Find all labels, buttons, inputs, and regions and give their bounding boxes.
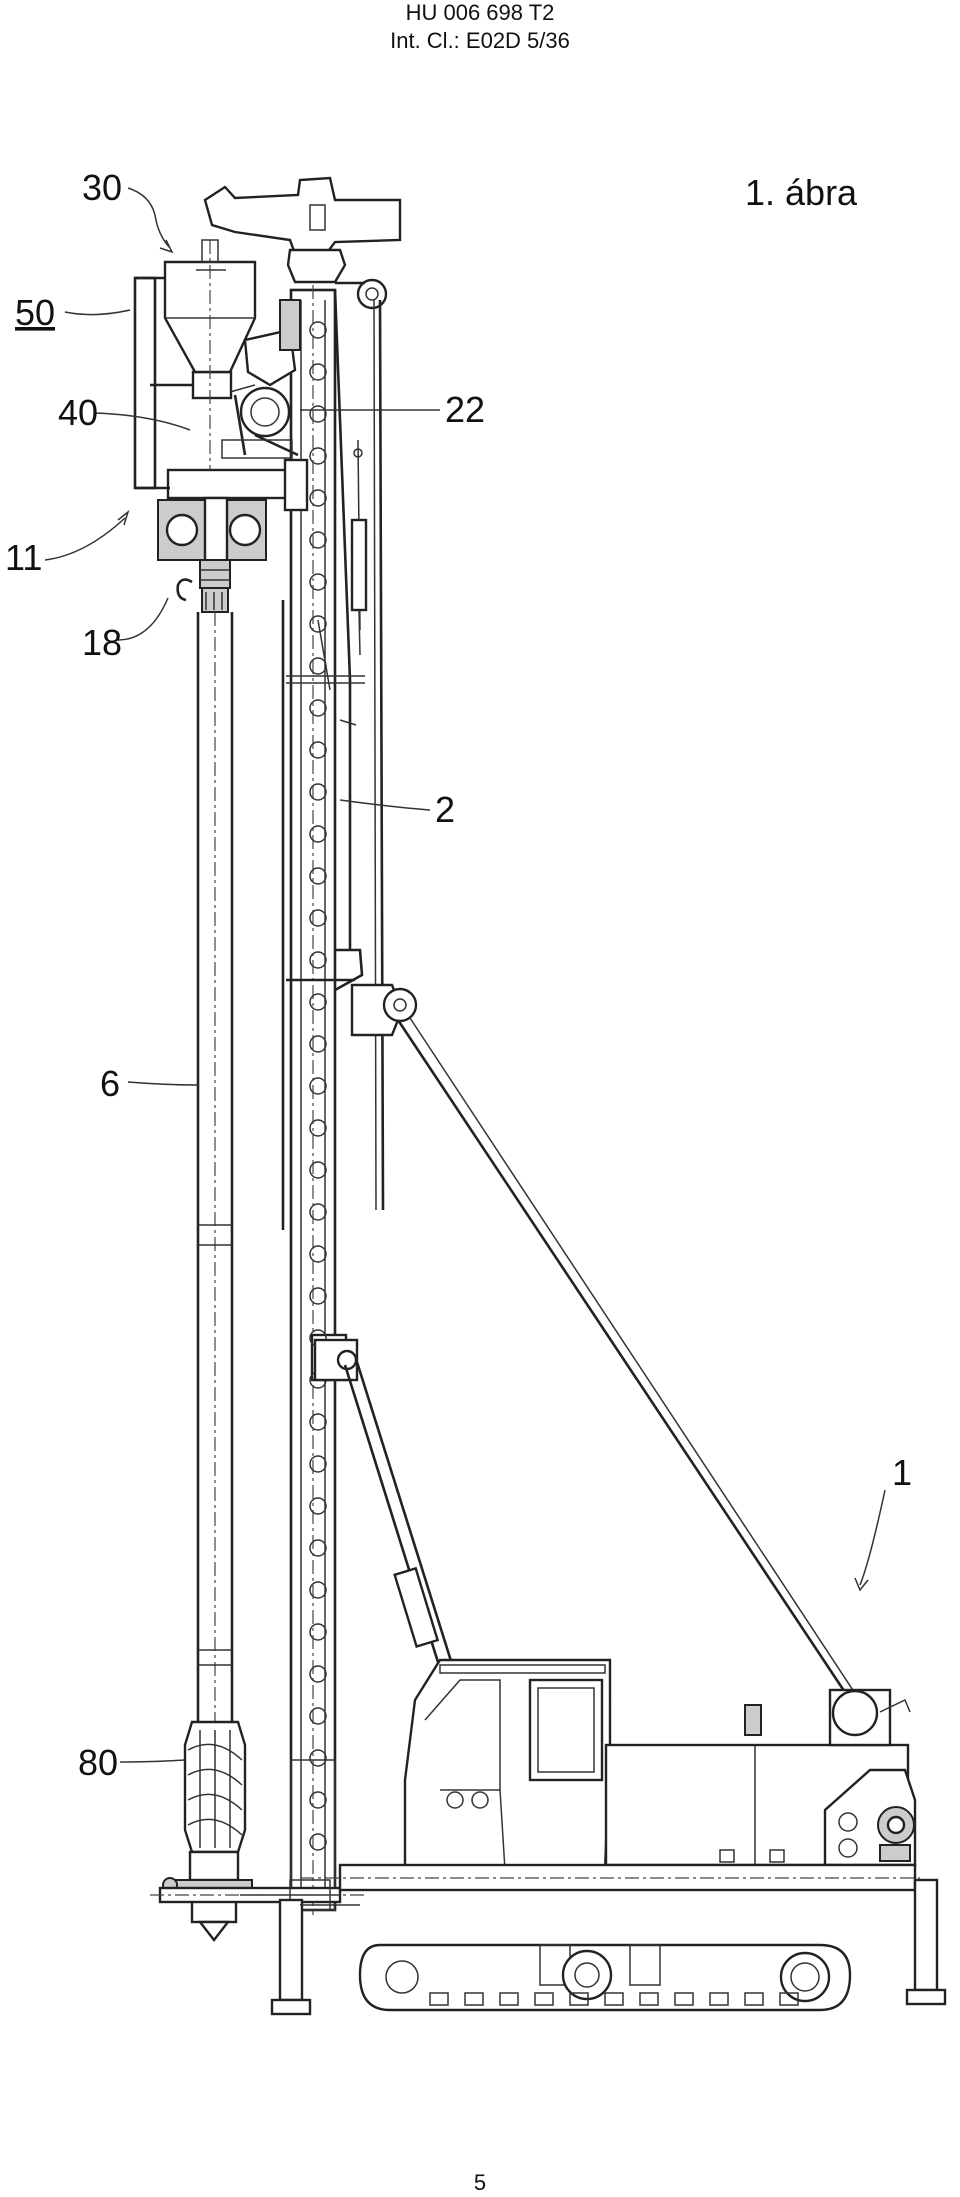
hoist-rope xyxy=(350,983,896,1761)
mast-hole xyxy=(309,741,327,759)
backstay xyxy=(286,299,385,1211)
ref-50: 50 xyxy=(15,292,55,333)
track-roller xyxy=(674,1992,694,2006)
track-roller xyxy=(639,1992,659,2006)
mast-hole xyxy=(309,1539,327,1557)
ref-18: 18 xyxy=(82,622,122,663)
mast-hole xyxy=(309,825,327,843)
mast-hole xyxy=(309,951,327,969)
carrier-body xyxy=(403,1658,917,1872)
lower-guide xyxy=(150,1879,365,1911)
ref-1: 1 xyxy=(892,1452,912,1493)
mast-hole xyxy=(309,1455,327,1473)
mast-hole xyxy=(309,531,327,549)
drill-head xyxy=(162,1720,253,1942)
mast-hole xyxy=(309,1035,327,1053)
mast-hole xyxy=(309,993,327,1011)
track-roller xyxy=(429,1992,449,2006)
mast-hole xyxy=(309,489,327,507)
mast-hole xyxy=(309,1413,327,1431)
mast-hole xyxy=(309,1707,327,1725)
outriggers xyxy=(270,1878,947,2016)
mast-hole xyxy=(309,1287,327,1305)
track-roller xyxy=(464,1992,484,2006)
mast-hole xyxy=(309,1623,327,1641)
concrete-pump xyxy=(221,299,301,459)
crawler xyxy=(300,1863,920,2012)
mast-hole xyxy=(309,1791,327,1809)
mast-hole xyxy=(309,1581,327,1599)
ref-22: 22 xyxy=(445,389,485,430)
ref-80: 80 xyxy=(78,1742,118,1783)
track-roller xyxy=(569,1992,589,2006)
mast-hole xyxy=(309,1497,327,1515)
track-roller xyxy=(604,1992,624,2006)
mast-holes xyxy=(309,321,327,1851)
track-roller xyxy=(744,1992,764,2006)
mast-hole xyxy=(309,1119,327,1137)
mast-hole xyxy=(309,1665,327,1683)
mast-hole xyxy=(309,1749,327,1767)
classification: Int. Cl.: E02D 5/36 xyxy=(390,28,570,53)
figure-title: 1. ábra xyxy=(745,172,858,213)
leader-lines xyxy=(44,187,886,1763)
mast-hole xyxy=(309,321,327,339)
concrete-hopper xyxy=(133,239,257,490)
mast-hole xyxy=(309,1245,327,1263)
mast-hole xyxy=(309,699,327,717)
mast-hole xyxy=(309,1833,327,1851)
patent-number: HU 006 698 T2 xyxy=(405,0,555,25)
rotary-drive xyxy=(157,458,309,589)
mast-hole xyxy=(309,447,327,465)
track-roller xyxy=(709,1992,729,2006)
track-roller xyxy=(499,1992,519,2006)
page-number: 5 xyxy=(473,2170,487,2195)
ref-30: 30 xyxy=(82,167,122,208)
track-roller xyxy=(779,1992,799,2006)
ref-40: 40 xyxy=(58,392,98,433)
mast-hole xyxy=(309,867,327,885)
reference-numerals: 30 50 40 22 11 18 2 6 1 80 xyxy=(5,167,912,1783)
mast-hole xyxy=(309,615,327,633)
mast-hole xyxy=(309,1203,327,1221)
mast-hole xyxy=(309,1077,327,1095)
mast-hole xyxy=(309,909,327,927)
track-roller xyxy=(534,1992,554,2006)
mast-hole xyxy=(309,1161,327,1179)
ref-6: 6 xyxy=(100,1063,120,1104)
ref-11: 11 xyxy=(5,537,42,578)
mast-hole xyxy=(309,363,327,381)
mast-hole xyxy=(309,573,327,591)
drill-pipe xyxy=(176,578,234,1745)
mast-hole xyxy=(309,405,327,423)
mast-hole xyxy=(309,783,327,801)
ref-2: 2 xyxy=(435,789,455,830)
